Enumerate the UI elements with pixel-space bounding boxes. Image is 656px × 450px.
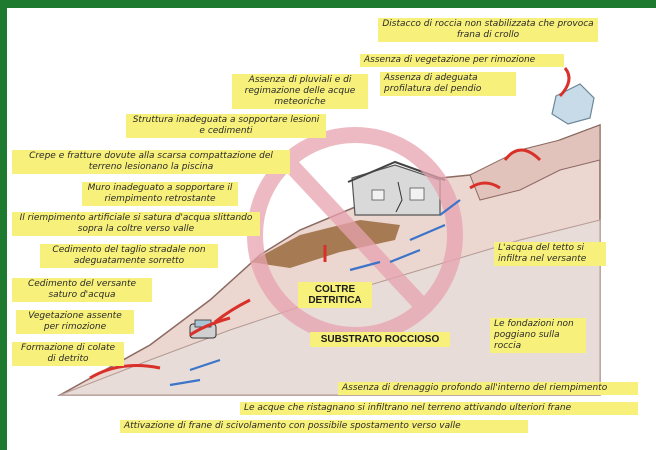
label-fondazioni: Le fondazioni non poggiano sulla roccia (490, 318, 586, 353)
label-assenza-vegetazione: Assenza di vegetazione per rimozione (360, 54, 564, 67)
label-assenza-pluviali: Assenza di pluviali e di regimazione del… (232, 74, 368, 109)
label-crepe: Crepe e fratture dovute alla scarsa comp… (12, 150, 290, 174)
label-attivazione: Attivazione di frane di scivolamento con… (120, 420, 528, 433)
label-coltre-detritica: COLTRE DETRITICA (298, 282, 372, 308)
label-acqua-tetto: L'acqua del tetto si infiltra nel versan… (494, 242, 606, 266)
boulder-icon (552, 84, 594, 124)
label-distacco: Distacco di roccia non stabilizzata che … (378, 18, 598, 42)
label-assenza-profilatura: Assenza di adeguata profilatura del pend… (380, 72, 516, 96)
label-substrato-roccioso: SUBSTRATO ROCCIOSO (310, 332, 450, 347)
label-riempimento: Il riempimento artificiale si satura d'a… (12, 212, 260, 236)
label-cedimento-taglio: Cedimento del taglio stradale non adegua… (40, 244, 218, 268)
label-muro: Muro inadeguato a sopportare il riempime… (82, 182, 238, 206)
label-acque-ristagnano: Le acque che ristagnano si infiltrano ne… (240, 402, 638, 415)
label-drenaggio: Assenza di drenaggio profondo all'intern… (338, 382, 638, 395)
label-struttura: Struttura inadeguata a sopportare lesion… (126, 114, 326, 138)
label-cedimento-versante: Cedimento del versante saturo d'acqua (12, 278, 152, 302)
label-colate: Formazione di colate di detrito (12, 342, 124, 366)
label-vegetazione-assente: Vegetazione assente per rimozione (16, 310, 134, 334)
